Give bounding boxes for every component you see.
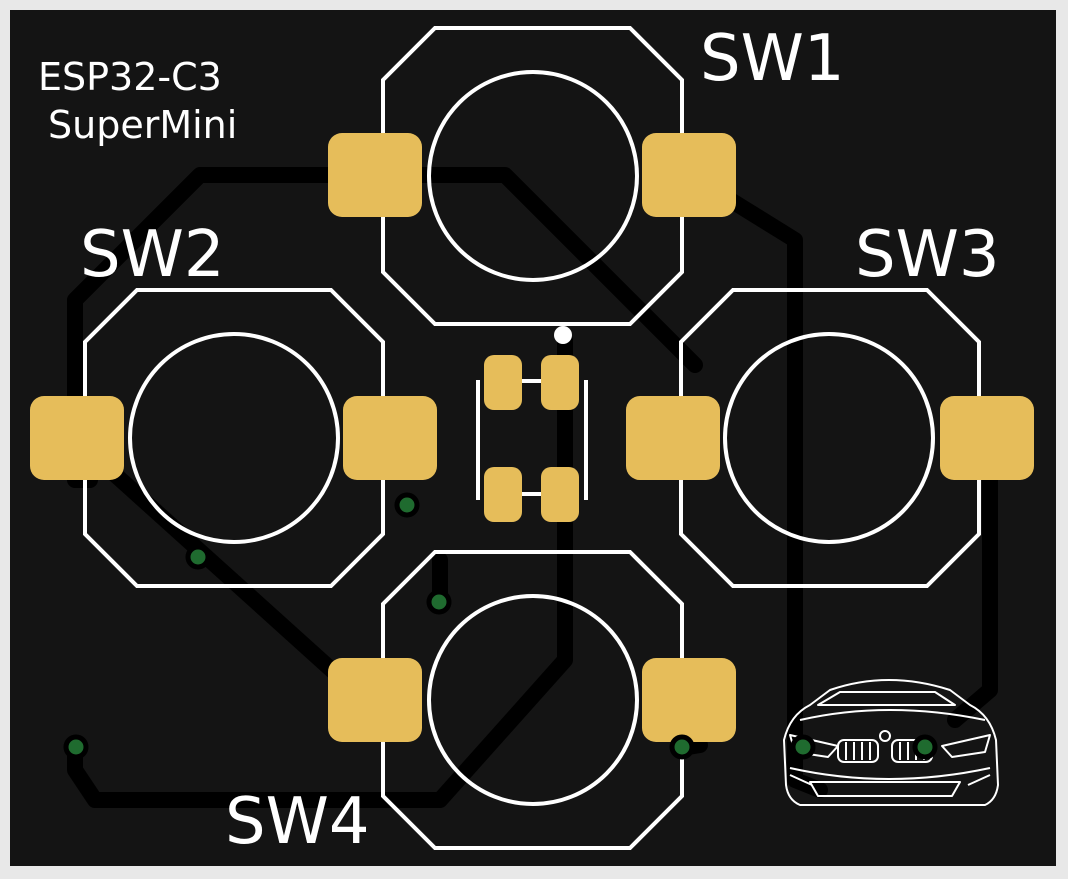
switch-sw4: SW4 <box>225 550 736 859</box>
via <box>790 734 816 760</box>
component-pad <box>541 355 579 410</box>
via <box>912 734 938 760</box>
solder-pad <box>328 133 422 217</box>
vias <box>790 734 938 760</box>
car-front-icon <box>783 679 999 806</box>
switch-ring <box>427 594 639 806</box>
solder-pad <box>328 658 422 742</box>
switch-sw1: SW1 <box>328 22 845 326</box>
switch-sw2: SW2 <box>30 218 437 588</box>
pin1-marker <box>554 326 572 344</box>
board-label-line1: ESP32-C3 <box>38 55 222 99</box>
via <box>426 589 452 615</box>
solder-pad <box>30 396 124 480</box>
solder-pad <box>642 658 736 742</box>
switch-sw3: SW3 <box>626 218 1034 588</box>
component-pad <box>484 355 522 410</box>
solder-pad <box>642 133 736 217</box>
solder-pad <box>343 396 437 480</box>
switch-ring <box>723 332 935 544</box>
switch-label: SW1 <box>700 22 845 96</box>
component-pad <box>541 467 579 522</box>
via <box>394 492 420 518</box>
solder-pad <box>940 396 1034 480</box>
via <box>185 544 211 570</box>
switch-ring <box>427 70 639 282</box>
via <box>63 734 89 760</box>
via <box>669 734 695 760</box>
component-pad <box>484 467 522 522</box>
solder-pad <box>626 396 720 480</box>
board-label-line2: SuperMini <box>48 103 237 147</box>
switch-ring <box>128 332 340 544</box>
center-component <box>476 326 588 522</box>
vias <box>63 492 695 760</box>
switch-label: SW3 <box>855 218 1000 292</box>
switch-label: SW2 <box>80 218 225 292</box>
pcb-board <box>10 10 1056 866</box>
switch-label: SW4 <box>225 785 370 859</box>
